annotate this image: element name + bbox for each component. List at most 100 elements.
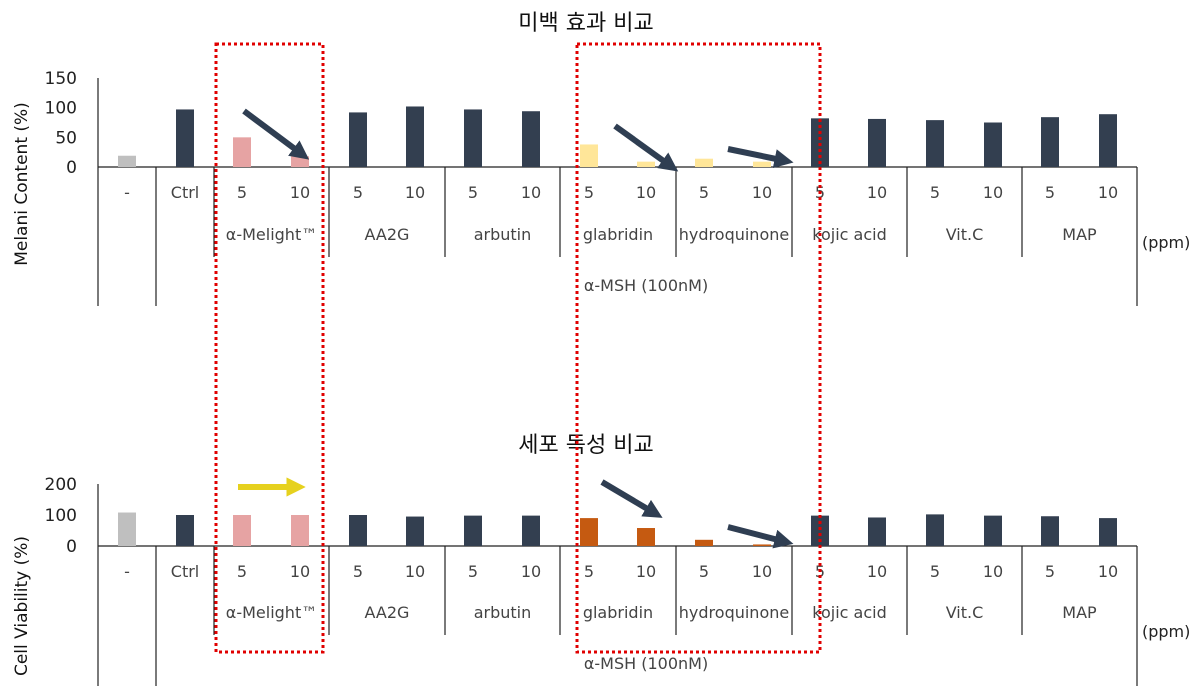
viability-treatment-label: α-MSH (100nM) <box>584 654 708 673</box>
viability-bar <box>464 515 482 546</box>
viability-category-label: 10 <box>752 562 772 581</box>
melanin-category-label: 10 <box>290 183 310 202</box>
melanin-y-axis-title: Melani Content (%) <box>12 102 32 266</box>
melanin-category-label: 10 <box>636 183 656 202</box>
melanin-category-label: 10 <box>405 183 425 202</box>
melanin-group-label: Vit.C <box>946 225 984 244</box>
viability-group-label: hydroquinone <box>679 603 789 622</box>
viability-group-label: arbutin <box>474 603 532 622</box>
viability-bar <box>233 515 251 546</box>
melanin-category-label: 5 <box>1045 183 1055 202</box>
viability-category-label: 5 <box>353 562 363 581</box>
viability-category-label: 10 <box>983 562 1003 581</box>
viability-category-label: 5 <box>930 562 940 581</box>
melanin-chart-title: 미백 효과 비교 <box>518 11 653 36</box>
melanin-group-label: kojic acid <box>812 225 886 244</box>
viability-bar <box>349 515 367 546</box>
viability-bar <box>926 514 944 546</box>
melanin-group-label: MAP <box>1062 225 1097 244</box>
viability-category-label: 10 <box>290 562 310 581</box>
melanin-bar <box>464 109 482 167</box>
viability-category-label: 10 <box>521 562 541 581</box>
melanin-category-label: 5 <box>237 183 247 202</box>
melanin-group-label: AA2G <box>365 225 410 244</box>
melanin-category-label: 5 <box>699 183 709 202</box>
melanin-category-label: 10 <box>983 183 1003 202</box>
viability-category-label: 5 <box>584 562 594 581</box>
viability-bar <box>176 515 194 546</box>
viability-group-label: α-Melight™ <box>226 603 317 622</box>
viability-bar <box>753 544 771 546</box>
melanin-bar <box>233 137 251 167</box>
viability-category-label: 10 <box>405 562 425 581</box>
viability-bar <box>118 512 136 546</box>
viability-y-axis-title: Cell Viability (%) <box>12 536 32 676</box>
viability-group-label: kojic acid <box>812 603 886 622</box>
melanin-category-label: 5 <box>930 183 940 202</box>
melanin-bar <box>1041 117 1059 167</box>
viability-bar <box>522 515 540 546</box>
viability-unit-label: (ppm) <box>1142 622 1190 641</box>
decrease-arrow <box>242 108 310 160</box>
melanin-bar <box>580 144 598 167</box>
viability-group-label: Vit.C <box>946 603 984 622</box>
decrease-arrow <box>727 146 794 169</box>
melanin-bar <box>522 111 540 167</box>
melanin-bar <box>753 161 771 167</box>
melanin-bar <box>406 106 424 167</box>
melanin-category-label: 5 <box>353 183 363 202</box>
viability-y-tick-label: 200 <box>45 475 77 495</box>
melanin-y-tick-label: 0 <box>66 158 77 178</box>
melanin-group-label: α-Melight™ <box>226 225 317 244</box>
viability-category-label: 5 <box>468 562 478 581</box>
melanin-bar <box>291 156 309 167</box>
melanin-group-label: glabridin <box>583 225 653 244</box>
viability-category-label: - <box>124 562 130 581</box>
melanin-group-label: arbutin <box>474 225 532 244</box>
melanin-bar <box>1099 114 1117 167</box>
melanin-category-label: 10 <box>867 183 887 202</box>
viability-bar <box>291 515 309 546</box>
melanin-category-label: Ctrl <box>171 183 199 202</box>
melanin-category-label: 5 <box>468 183 478 202</box>
glabridin-hydroquinone-highlight-box <box>575 42 822 654</box>
viability-category-label: Ctrl <box>171 562 199 581</box>
viability-bar <box>695 539 713 546</box>
viability-chart-title: 세포 독성 비교 <box>518 433 653 458</box>
viability-category-label: 5 <box>699 562 709 581</box>
viability-bar <box>811 515 829 546</box>
viability-bar <box>637 528 655 546</box>
viability-bar <box>1041 516 1059 546</box>
melanin-bar <box>811 118 829 167</box>
viability-bar <box>984 515 1002 546</box>
viability-y-tick-label: 0 <box>66 537 77 557</box>
viability-group-label: glabridin <box>583 603 653 622</box>
decrease-arrow <box>600 479 663 518</box>
melanin-bar <box>695 158 713 167</box>
melanin-y-tick-label: 150 <box>45 69 77 89</box>
viability-category-label: 10 <box>867 562 887 581</box>
melanin-bar <box>926 120 944 167</box>
melanin-bar <box>176 109 194 167</box>
viability-category-label: 5 <box>237 562 247 581</box>
viability-bar <box>1099 518 1117 546</box>
melanin-bar <box>349 112 367 167</box>
viability-y-tick-label: 100 <box>45 506 77 526</box>
decrease-arrow <box>727 524 794 549</box>
melanin-category-label: 10 <box>521 183 541 202</box>
melanin-bar <box>637 161 655 167</box>
viability-category-label: 10 <box>1098 562 1118 581</box>
melanin-bar <box>984 122 1002 167</box>
melanin-group-label: hydroquinone <box>679 225 789 244</box>
viability-bar <box>406 516 424 546</box>
melight-highlight-box <box>214 42 325 654</box>
viability-bar <box>580 518 598 546</box>
melanin-y-tick-label: 100 <box>45 99 77 119</box>
melanin-bar <box>118 155 136 167</box>
melanin-category-label: 5 <box>584 183 594 202</box>
melanin-bar <box>868 118 886 167</box>
viability-group-label: AA2G <box>365 603 410 622</box>
viability-group-label: MAP <box>1062 603 1097 622</box>
viability-bar <box>868 517 886 546</box>
